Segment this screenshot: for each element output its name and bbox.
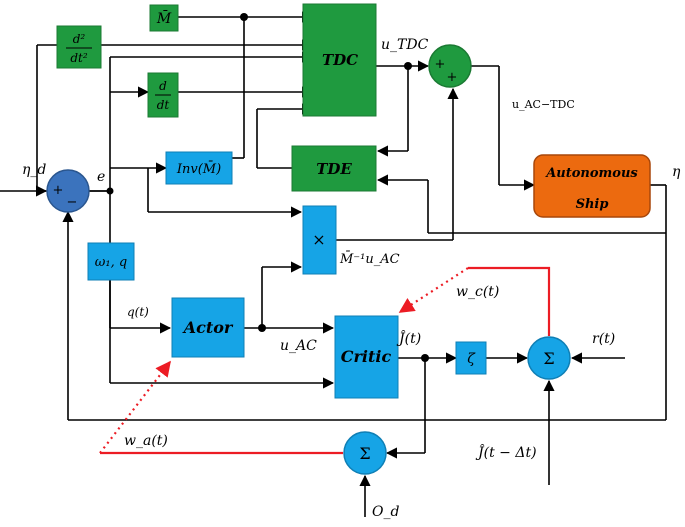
omega-q-block [87, 242, 135, 281]
label-o-d: O_d [372, 504, 399, 520]
d2-numerator: d² [73, 32, 86, 46]
ship-label-line1: Autonomous [544, 166, 638, 181]
wc-feedback-line [468, 266, 551, 336]
error-summing-junction [46, 169, 90, 213]
junction-j [421, 354, 429, 362]
ship-label-line2: Ship [576, 197, 609, 212]
m-bar-label: M̄ [156, 9, 172, 27]
critic-summing-junction [527, 336, 571, 380]
label-u-ac-tdc: u_AC−TDC [512, 98, 575, 111]
label-j-delay: Ĵ(t − Δt) [475, 443, 537, 461]
label-w-a: w_a(t) [124, 433, 168, 449]
junction-uac [258, 324, 266, 332]
multiplier-label: × [312, 230, 325, 249]
critic-sigma-label: Σ [543, 349, 554, 368]
autonomous-ship-block [533, 154, 651, 218]
label-u-tdc: u_TDC [381, 37, 429, 53]
label-w-c: w_c(t) [456, 284, 499, 300]
learning-signals [99, 266, 551, 455]
tde-label: TDE [316, 160, 352, 178]
label-e: e [97, 169, 105, 185]
actor-block [171, 297, 245, 358]
actor-summing-junction [343, 431, 387, 475]
label-q-t: q(t) [127, 305, 149, 319]
zeta-block [455, 341, 487, 375]
multiplier-block [302, 205, 337, 275]
tdc-block [302, 3, 377, 117]
critic-block [334, 315, 399, 399]
inverse-m-block [165, 151, 233, 185]
label-minv-uac: M̄⁻¹u_AC [339, 251, 400, 267]
junction-e [106, 187, 114, 195]
inverse-m-label: Inv(M̄) [176, 161, 221, 177]
label-eta-d: η_d [22, 162, 46, 178]
label-r-t: r(t) [592, 331, 615, 347]
sum1-plus-sign: + [53, 183, 64, 198]
signal-wires [0, 11, 667, 517]
sum1-minus-sign: − [67, 195, 78, 210]
label-u-ac: u_AC [280, 338, 317, 354]
actor-sigma-label: Σ [359, 444, 370, 463]
label-eta: η [672, 164, 681, 180]
control-summing-junction [428, 44, 472, 88]
actor-label: Actor [182, 318, 234, 337]
sum2-plus-top: + [435, 57, 446, 72]
d-denominator: dt [157, 98, 170, 112]
d-numerator: d [159, 79, 167, 93]
wa-dotted-arrow [99, 360, 171, 454]
junction-utdc [404, 62, 412, 70]
omega-q-label: ω₁, q [95, 255, 127, 270]
d2-denominator: dt² [70, 51, 88, 65]
sum2-plus-bottom: + [447, 70, 458, 85]
critic-label: Critic [341, 347, 392, 366]
tde-block [291, 145, 377, 192]
label-j-hat: Ĵ(t) [396, 329, 421, 347]
m-bar-block [149, 4, 179, 32]
zeta-label: ζ [467, 351, 476, 367]
tdc-label: TDC [322, 51, 358, 69]
second-derivative-block [56, 25, 102, 69]
junction-dots [106, 13, 429, 362]
wc-dotted-arrow [398, 267, 469, 313]
junction-m [240, 13, 248, 21]
